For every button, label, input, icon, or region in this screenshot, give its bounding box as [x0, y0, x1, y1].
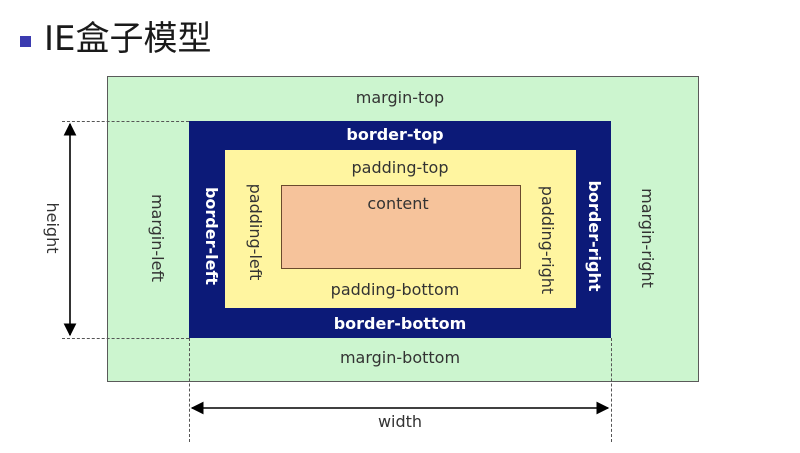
content-box — [281, 185, 521, 269]
margin-right-label: margin-right — [638, 188, 657, 288]
margin-top-label: margin-top — [355, 88, 445, 107]
height-bottom-guide — [62, 338, 189, 339]
page-title: IE盒子模型 — [44, 19, 212, 59]
height-top-guide — [62, 121, 189, 122]
height-label: height — [43, 202, 62, 254]
padding-right-label: padding-right — [538, 185, 557, 295]
border-left-label: border-left — [202, 186, 221, 286]
title-bullet-icon — [20, 36, 31, 47]
width-label: width — [377, 412, 423, 431]
content-label: content — [367, 194, 429, 213]
padding-bottom-label: padding-bottom — [330, 280, 460, 299]
border-right-label: border-right — [585, 180, 604, 292]
margin-left-label: margin-left — [148, 193, 167, 283]
width-left-guide — [189, 338, 190, 442]
margin-bottom-label: margin-bottom — [339, 348, 461, 367]
padding-left-label: padding-left — [246, 183, 265, 281]
border-bottom-label: border-bottom — [333, 314, 467, 333]
padding-top-label: padding-top — [351, 158, 449, 177]
border-top-label: border-top — [346, 125, 444, 144]
width-right-guide — [611, 338, 612, 442]
